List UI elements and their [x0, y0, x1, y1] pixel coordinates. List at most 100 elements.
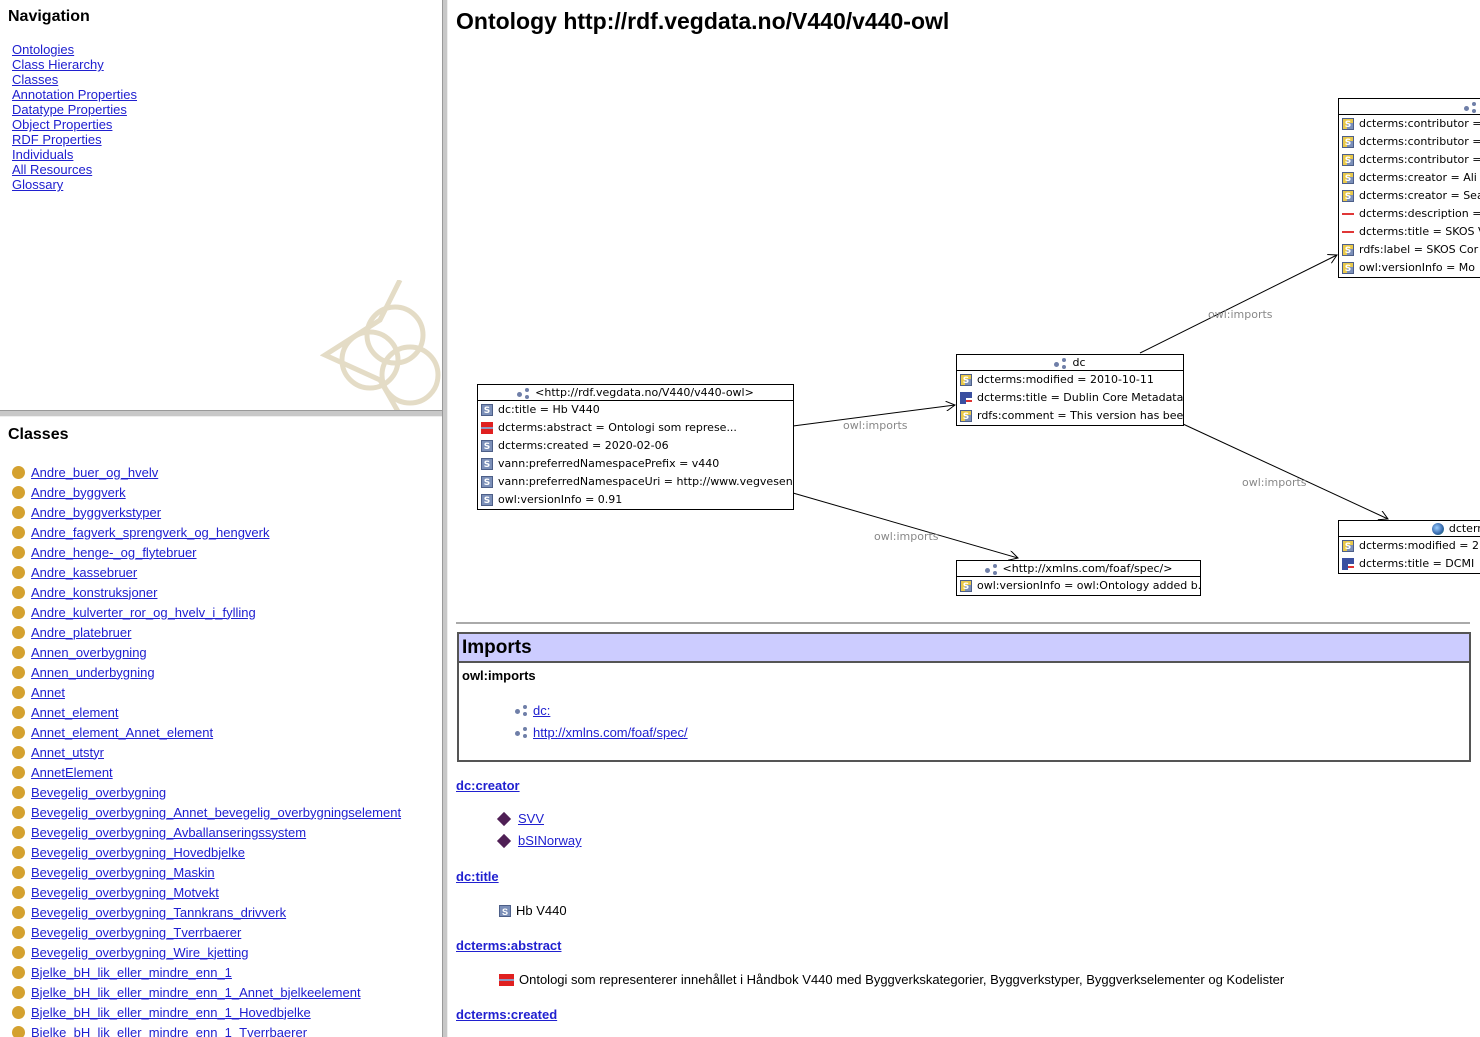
edge-label: owl:imports: [1242, 476, 1307, 489]
property-text: owl:versionInfo = 0.91: [498, 493, 623, 506]
class-item: Bevegelig_overbygning: [12, 782, 442, 802]
ontology-node-skos[interactable]: sSdcterms:contributor =Sdcterms:contribu…: [1338, 98, 1480, 278]
node-header: s: [1339, 99, 1480, 115]
node-title: dc: [1072, 356, 1086, 369]
class-link[interactable]: Andre_konstruksjoner: [31, 584, 158, 600]
class-item: Bjelke_bH_lik_eller_mindre_enn_1_Hovedbj…: [12, 1002, 442, 1022]
annotation-string-icon: S: [1342, 154, 1354, 166]
class-link[interactable]: Annet_element: [31, 704, 119, 720]
class-icon: [12, 625, 25, 639]
class-link[interactable]: Andre_kulverter_ror_og_hvelv_i_fylling: [31, 604, 256, 620]
class-icon: [12, 645, 25, 659]
nav-item: All Resources: [12, 162, 442, 177]
class-icon: [12, 785, 25, 799]
class-link[interactable]: Bevegelig_overbygning_Tannkrans_drivverk: [31, 904, 287, 920]
class-link[interactable]: Andre_byggverkstyper: [31, 504, 162, 520]
annotation-string-icon: S: [1342, 262, 1354, 274]
nav-item: Ontologies: [12, 42, 442, 57]
class-icon: [12, 685, 25, 699]
property-text: dcterms:modified = 2010-10-11: [977, 373, 1154, 386]
property-text: dcterms:created = 2020-02-06: [498, 439, 669, 452]
class-link[interactable]: Bevegelig_overbygning_Motvekt: [31, 884, 219, 900]
class-link[interactable]: Bevegelig_overbygning_Annet_bevegelig_ov…: [31, 804, 402, 820]
class-link[interactable]: Bjelke_bH_lik_eller_mindre_enn_1: [31, 964, 232, 980]
class-link[interactable]: AnnetElement: [31, 764, 113, 780]
class-link[interactable]: Annet: [31, 684, 65, 700]
class-link[interactable]: Annet_element_Annet_element: [31, 724, 214, 740]
nav-link-individuals[interactable]: Individuals: [12, 147, 74, 162]
class-link[interactable]: Bjelke_bH_lik_eller_mindre_enn_1_Hovedbj…: [31, 1004, 311, 1020]
main-frame: Ontology http://rdf.vegdata.no/V440/v440…: [448, 0, 1480, 1037]
ontology-node-dcterms[interactable]: dctermSdcterms:modified = 2dcterms:title…: [1338, 520, 1480, 574]
class-link[interactable]: Bjelke_bH_lik_eller_mindre_enn_1_Annet_b…: [31, 984, 361, 1000]
class-link[interactable]: Bevegelig_overbygning_Tverrbaerer: [31, 924, 242, 940]
class-item: Bevegelig_overbygning_Maskin: [12, 862, 442, 882]
class-link[interactable]: Andre_kassebruer: [31, 564, 138, 580]
class-link[interactable]: Bevegelig_overbygning_Hovedbjelke: [31, 844, 245, 860]
property-text: dcterms:contributor =: [1359, 117, 1480, 130]
nav-link-object-properties[interactable]: Object Properties: [12, 117, 113, 132]
class-link[interactable]: Bjelke_bH_lik_eller_mindre_enn_1_Tverrba…: [31, 1024, 308, 1037]
class-item: Bevegelig_overbygning_Tannkrans_drivverk: [12, 902, 442, 922]
frame-splitter-horizontal[interactable]: [0, 410, 442, 417]
string-icon: S: [481, 494, 493, 506]
creator-link-svv[interactable]: SVV: [518, 811, 545, 826]
import-link-foaf[interactable]: http://xmlns.com/foaf/spec/: [533, 724, 688, 740]
class-link[interactable]: Bevegelig_overbygning: [31, 784, 167, 800]
class-link[interactable]: Bevegelig_overbygning_Avballanseringssys…: [31, 824, 307, 840]
nav-link-datatype-properties[interactable]: Datatype Properties: [12, 102, 127, 117]
class-link[interactable]: Andre_buer_og_hvelv: [31, 464, 159, 480]
import-link-dc[interactable]: dc:: [533, 702, 551, 718]
imports-panel: Imports owl:imports dc: http://xmlns.com…: [457, 632, 1471, 762]
class-link[interactable]: Annen_underbygning: [31, 664, 155, 680]
class-link[interactable]: Andre_byggverk: [31, 484, 126, 500]
section-dc-title[interactable]: dc:title: [456, 869, 499, 884]
class-item: Andre_buer_og_hvelv: [12, 462, 442, 482]
class-icon: [12, 765, 25, 779]
annotation-string-icon: S: [1342, 540, 1354, 552]
section-dc-creator[interactable]: dc:creator: [456, 778, 520, 793]
nav-link-all-resources[interactable]: All Resources: [12, 162, 93, 177]
class-link[interactable]: Andre_henge-_og_flytebruer: [31, 544, 197, 560]
class-link[interactable]: Annen_overbygning: [31, 644, 147, 660]
nav-link-ontologies[interactable]: Ontologies: [12, 42, 75, 57]
section-dcterms-abstract[interactable]: dcterms:abstract: [456, 938, 562, 953]
nav-link-glossary[interactable]: Glossary: [12, 177, 64, 192]
class-link[interactable]: Andre_platebruer: [31, 624, 132, 640]
individual-icon: [496, 833, 512, 848]
class-link[interactable]: Bevegelig_overbygning_Wire_kjetting: [31, 944, 249, 960]
class-icon: [12, 605, 25, 619]
property-text: dcterms:description =: [1359, 207, 1480, 220]
class-item: Bevegelig_overbygning_Annet_bevegelig_ov…: [12, 802, 442, 822]
class-item: Bevegelig_overbygning_Tverrbaerer: [12, 922, 442, 942]
us-flag-icon: [1342, 558, 1354, 570]
nav-item: Glossary: [12, 177, 442, 192]
imports-property: owl:imports: [462, 668, 536, 683]
uk-flag-icon: [1342, 208, 1354, 220]
class-item: Bevegelig_overbygning_Motvekt: [12, 882, 442, 902]
class-icon: [12, 825, 25, 839]
nav-link-annotation-properties[interactable]: Annotation Properties: [12, 87, 138, 102]
class-link[interactable]: Bevegelig_overbygning_Maskin: [31, 864, 215, 880]
section-dcterms-created[interactable]: dcterms:created: [456, 1007, 558, 1022]
property-text: owl:versionInfo = Mo: [1359, 261, 1476, 274]
class-icon: [12, 985, 25, 999]
abstract-value-text: Ontologi som representerer innehållet i …: [519, 972, 1285, 987]
nav-link-class-hierarchy[interactable]: Class Hierarchy: [12, 57, 104, 72]
class-link[interactable]: Annet_utstyr: [31, 744, 104, 760]
class-link[interactable]: Andre_fagverk_sprengverk_og_hengverk: [31, 524, 270, 540]
nav-link-rdf-properties[interactable]: RDF Properties: [12, 132, 102, 147]
nav-link-classes[interactable]: Classes: [12, 72, 59, 87]
class-item: Bevegelig_overbygning_Hovedbjelke: [12, 842, 442, 862]
frame-splitter-vertical[interactable]: [442, 0, 448, 1037]
creator-link-bsinorway[interactable]: bSINorway: [518, 833, 582, 848]
